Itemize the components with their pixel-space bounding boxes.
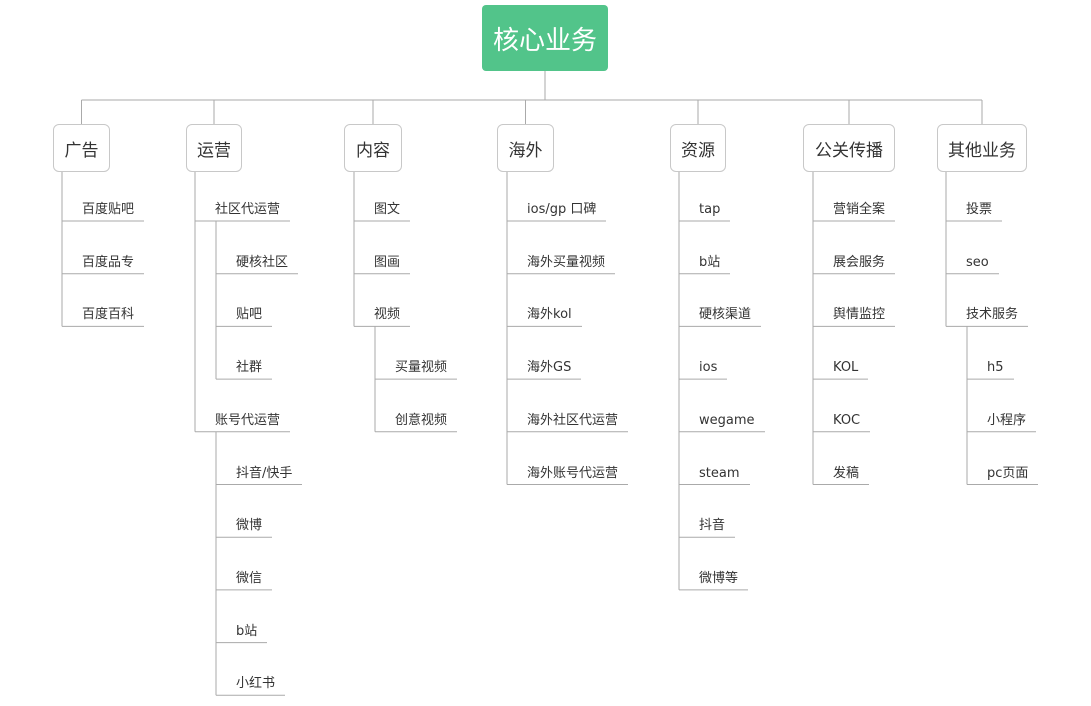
sub-item[interactable]: 抖音/快手 bbox=[236, 465, 293, 481]
branch-item[interactable]: 百度贴吧 bbox=[82, 202, 135, 217]
branch-item[interactable]: 抖音 bbox=[699, 518, 726, 534]
branch-item[interactable]: 社区代运营 bbox=[215, 202, 281, 217]
root-node[interactable]: 核心业务 bbox=[482, 5, 608, 71]
branch-item[interactable]: ios/gp 口碑 bbox=[527, 202, 597, 217]
sub-item[interactable]: h5 bbox=[987, 360, 1004, 376]
branch-item[interactable]: 技术服务 bbox=[966, 307, 1019, 323]
category-node[interactable]: 其他业务 bbox=[937, 124, 1027, 172]
sub-item[interactable]: 硬核社区 bbox=[236, 254, 289, 270]
branch-item[interactable]: 海外kol bbox=[527, 307, 572, 323]
category-node[interactable]: 广告 bbox=[53, 124, 110, 172]
sub-item[interactable]: 小程序 bbox=[987, 412, 1027, 428]
sub-item[interactable]: pc页面 bbox=[987, 465, 1029, 481]
sub-item[interactable]: 贴吧 bbox=[236, 307, 263, 323]
branch-item[interactable]: tap bbox=[699, 202, 721, 217]
branch-item[interactable]: 视频 bbox=[374, 307, 401, 323]
sub-item[interactable]: 微信 bbox=[236, 570, 263, 586]
branch-item[interactable]: KOL bbox=[833, 360, 859, 376]
branch-item[interactable]: 海外买量视频 bbox=[527, 254, 606, 270]
category-node[interactable]: 海外 bbox=[497, 124, 554, 172]
branch-item[interactable]: seo bbox=[966, 254, 989, 270]
sub-item[interactable]: 社群 bbox=[236, 360, 263, 376]
branch-item[interactable]: 营销全案 bbox=[833, 202, 886, 217]
branch-item[interactable]: 展会服务 bbox=[833, 254, 886, 270]
branch-item[interactable]: 硬核渠道 bbox=[699, 307, 752, 323]
branch-item[interactable]: 发稿 bbox=[833, 465, 860, 481]
category-node[interactable]: 内容 bbox=[344, 124, 402, 172]
sub-item[interactable]: b站 bbox=[236, 623, 258, 639]
sub-item[interactable]: 小红书 bbox=[236, 676, 276, 692]
category-node[interactable]: 资源 bbox=[670, 124, 726, 172]
branch-item[interactable]: wegame bbox=[699, 412, 755, 428]
category-node[interactable]: 公关传播 bbox=[803, 124, 895, 172]
branch-item[interactable]: 图文 bbox=[374, 202, 401, 217]
branch-item[interactable]: 百度品专 bbox=[82, 254, 135, 270]
branch-item[interactable]: steam bbox=[699, 465, 740, 481]
branch-item[interactable]: 海外社区代运营 bbox=[527, 412, 619, 428]
branch-item[interactable]: 海外GS bbox=[527, 360, 572, 376]
branch-item[interactable]: 海外账号代运营 bbox=[527, 465, 619, 481]
branch-item[interactable]: 舆情监控 bbox=[833, 307, 886, 323]
sub-item[interactable]: 创意视频 bbox=[395, 412, 448, 428]
branch-item[interactable]: 百度百科 bbox=[82, 307, 135, 323]
branch-item[interactable]: 账号代运营 bbox=[215, 412, 281, 428]
branch-item[interactable]: 微博等 bbox=[699, 570, 739, 586]
sub-item[interactable]: 买量视频 bbox=[395, 360, 448, 376]
category-node[interactable]: 运营 bbox=[186, 124, 242, 172]
branch-item[interactable]: ios bbox=[699, 360, 718, 376]
branch-item[interactable]: 投票 bbox=[966, 202, 993, 217]
branch-item[interactable]: b站 bbox=[699, 254, 721, 270]
branch-item[interactable]: 图画 bbox=[374, 254, 401, 270]
branch-item[interactable]: KOC bbox=[833, 412, 861, 428]
sub-item[interactable]: 微博 bbox=[236, 518, 263, 534]
